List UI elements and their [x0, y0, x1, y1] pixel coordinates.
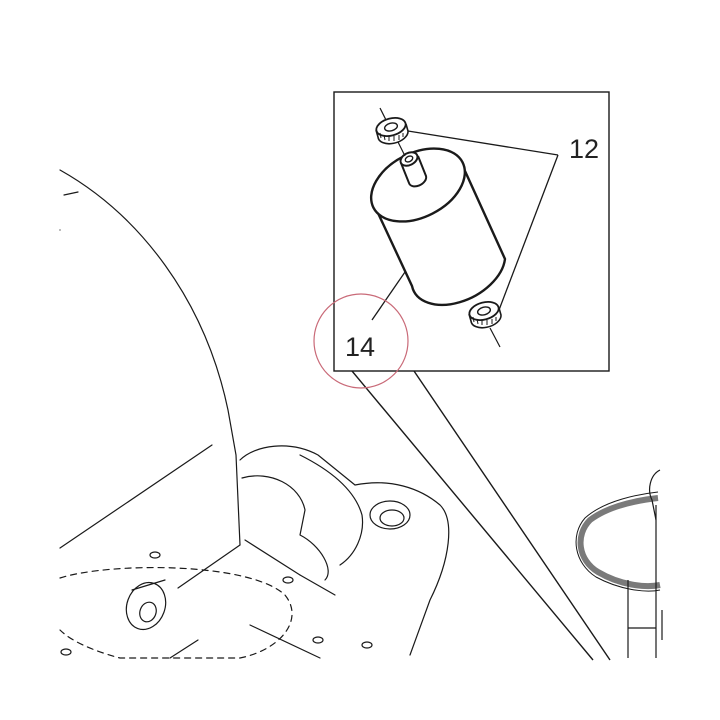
callout-12-label: 12 — [569, 134, 599, 164]
screw-hole — [361, 641, 373, 649]
mount-flat-4 — [299, 574, 336, 596]
mount-hole-inner — [379, 509, 405, 527]
cable — [577, 495, 661, 590]
mount-outline — [239, 445, 450, 656]
leader-12-to-lower-nut — [498, 154, 559, 311]
lower-nut-hole — [476, 306, 492, 316]
lower-nut — [468, 301, 502, 329]
mount-ridge — [299, 454, 364, 566]
mount-inner — [241, 475, 329, 581]
housing-base-edge — [177, 544, 241, 589]
upper-nut-teeth — [379, 132, 404, 141]
mount-flat-2 — [249, 624, 321, 659]
housing-diagonal — [59, 444, 213, 549]
cable-bracket — [649, 469, 661, 521]
right-machine-part — [575, 469, 663, 658]
cable-edge — [575, 491, 661, 592]
leader-14-to-cylinder — [371, 271, 406, 321]
stud-hole — [404, 155, 414, 163]
round-boss-inner — [139, 601, 157, 623]
detail-inset: 12 14 — [333, 91, 610, 372]
axis-lower — [489, 327, 501, 348]
boss-edge — [131, 579, 166, 591]
mount-flat — [244, 539, 301, 576]
leader-right — [413, 370, 611, 661]
upper-nut — [375, 117, 409, 145]
damper-cylinder — [369, 147, 507, 307]
screw-hole — [149, 551, 161, 559]
leader-12-to-upper-nut — [407, 130, 559, 156]
callout-14-highlight-circle — [313, 293, 409, 389]
housing-curve — [59, 169, 241, 546]
dashed-recess — [59, 567, 293, 659]
mount-flat-3 — [169, 639, 199, 659]
leader-left — [351, 370, 594, 661]
machine-body — [59, 169, 450, 659]
screw-hole — [312, 636, 324, 644]
screw-hole — [60, 648, 72, 656]
callout-12-leaders — [407, 130, 559, 311]
housing-top-tick — [63, 191, 79, 196]
mount-hole-outer — [369, 500, 411, 530]
detail-leaders — [351, 370, 611, 661]
upper-nut-hole — [383, 122, 399, 132]
lower-nut-teeth — [472, 316, 497, 325]
callout-14-label: 14 — [345, 332, 375, 362]
screw-hole — [282, 576, 294, 584]
